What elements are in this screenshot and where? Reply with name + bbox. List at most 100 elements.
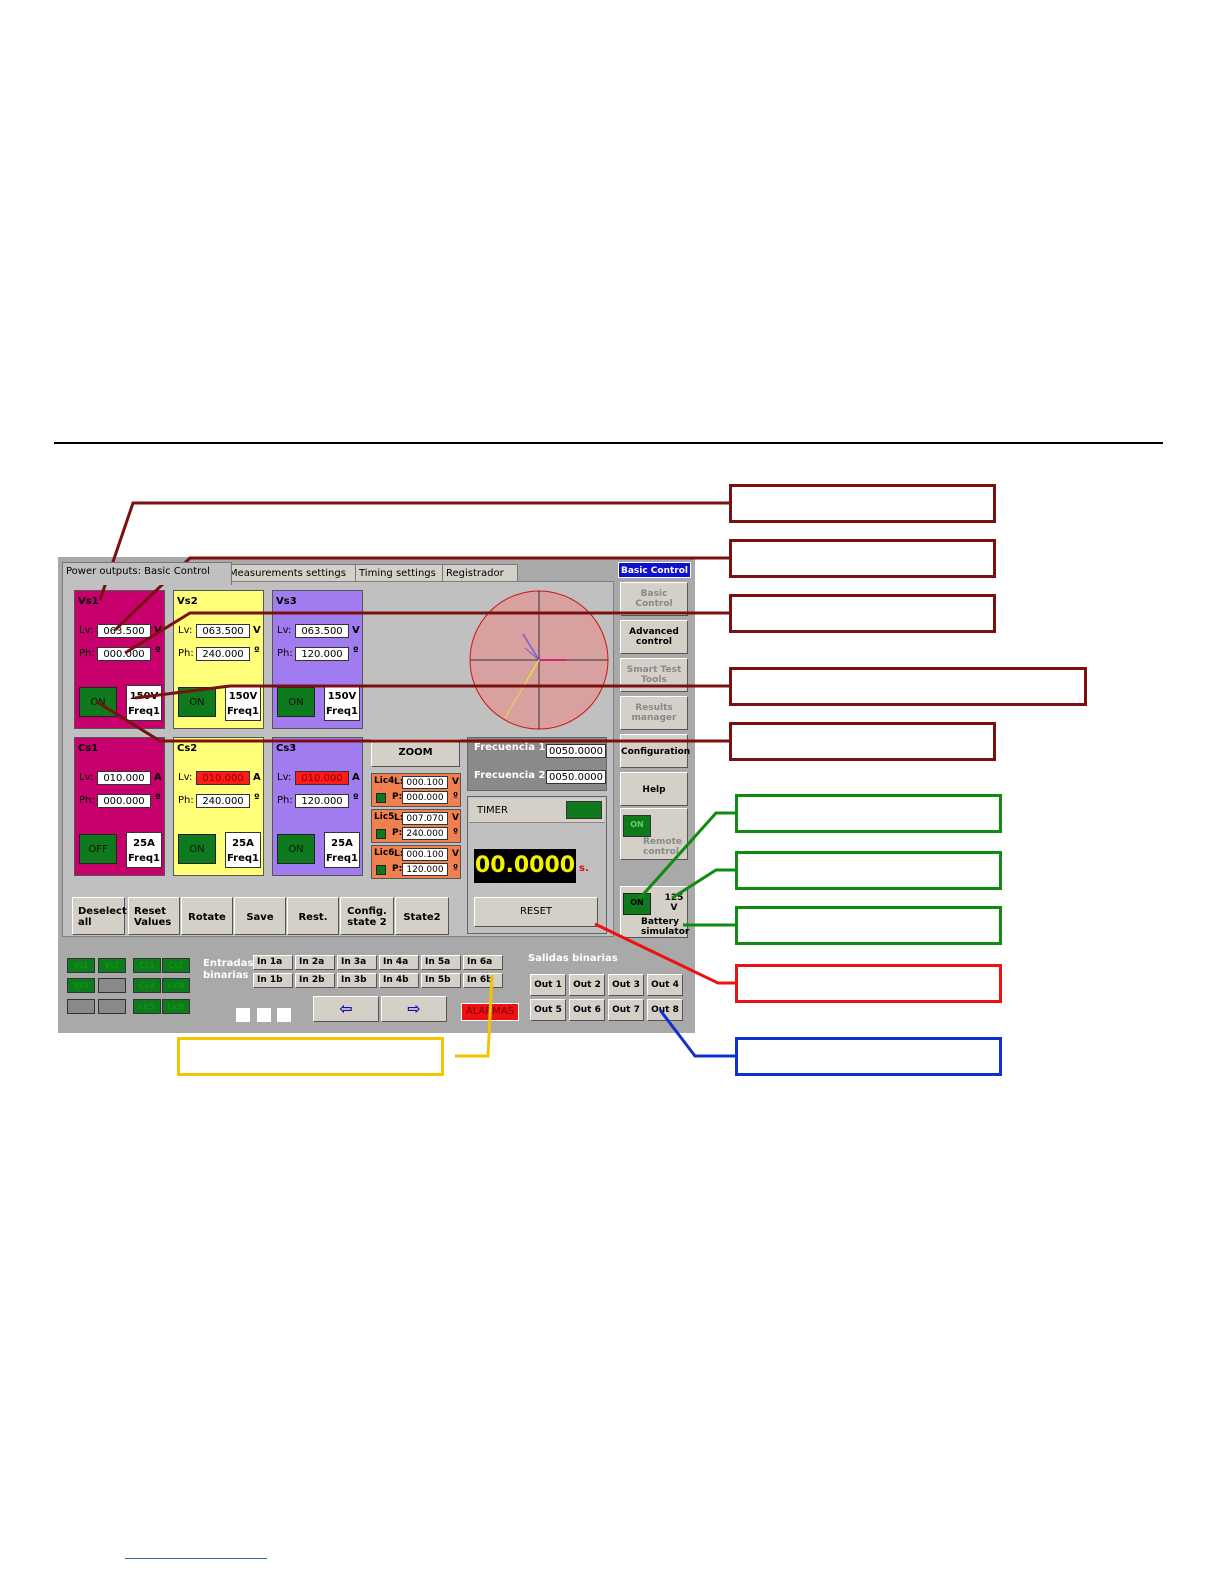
binary-output-out2[interactable]: Out 2 xyxy=(569,974,605,996)
lic-p-input[interactable]: 240.000 xyxy=(402,827,448,840)
binary-input-in4a: In 4a xyxy=(379,955,419,970)
phasor-diagram xyxy=(469,590,609,730)
lv-input[interactable]: 010.000 xyxy=(196,771,250,785)
ph-label: Ph: xyxy=(277,795,293,806)
indicator-vs2: Vs2 xyxy=(98,958,126,973)
lic-enable-checkbox[interactable] xyxy=(376,865,386,875)
binary-inputs-label-1: Entradas xyxy=(203,958,254,969)
freq-label: Freq1 xyxy=(325,853,359,864)
lv-input[interactable]: 063.500 xyxy=(196,624,250,638)
lic-l-input[interactable]: 007.070 xyxy=(402,812,448,825)
range-label: 150V xyxy=(327,691,357,702)
button-label-line-1: Save xyxy=(246,912,274,923)
battery-led[interactable]: ON xyxy=(623,893,651,915)
alarms-button[interactable]: ALARMAS xyxy=(461,1003,519,1021)
sidebar-item-configuration[interactable]: Configuration xyxy=(620,734,690,768)
battery-simulator-panel[interactable]: ON 125 V Battery simulator xyxy=(620,886,689,938)
lic-p-unit: º xyxy=(453,828,459,838)
button-label-line-1: Reset xyxy=(134,906,166,917)
binary-output-out5[interactable]: Out 5 xyxy=(530,999,566,1021)
lv-label: Lv: xyxy=(79,625,94,636)
ph-input[interactable]: 240.000 xyxy=(196,794,250,808)
lv-unit: V xyxy=(154,625,162,636)
ph-input[interactable]: 000.000 xyxy=(97,794,151,808)
config-state2-button[interactable]: Config.state 2 xyxy=(340,897,394,935)
ph-label: Ph: xyxy=(277,648,293,659)
next-arrow-button[interactable]: ⇨ xyxy=(381,996,447,1022)
lic-l-input[interactable]: 000.100 xyxy=(402,848,448,861)
lic-enable-checkbox[interactable] xyxy=(376,829,386,839)
ph-input[interactable]: 240.000 xyxy=(196,647,250,661)
lv-input[interactable]: 063.500 xyxy=(295,624,349,638)
indicator-blank-8 xyxy=(67,999,95,1014)
lv-unit: V xyxy=(253,625,261,636)
binary-output-out1[interactable]: Out 1 xyxy=(530,974,566,996)
timer-led xyxy=(566,801,602,819)
save-button[interactable]: Save xyxy=(234,897,286,935)
button-label-line-2: all xyxy=(78,917,92,928)
lv-input[interactable]: 010.000 xyxy=(295,771,349,785)
binary-input-in1a: In 1a xyxy=(253,955,293,970)
lv-input[interactable]: 063.500 xyxy=(97,624,151,638)
lic-p-label: P: xyxy=(392,792,403,802)
tab-bar: Power outputs: Basic Control Measurement… xyxy=(62,562,614,585)
lv-input[interactable]: 010.000 xyxy=(97,771,151,785)
output-toggle-button[interactable]: ON xyxy=(178,687,216,717)
timer-unit: s. xyxy=(579,863,589,874)
lic-name: Lic4 xyxy=(374,776,395,786)
callout-box-4 xyxy=(729,667,1087,706)
sidebar-item-help[interactable]: Help xyxy=(620,772,688,806)
restore-button[interactable]: Rest. xyxy=(287,897,339,935)
output-toggle-button[interactable]: ON xyxy=(277,834,315,864)
frequency-panel: Frecuencia 1: 0050.0000 Frecuencia 2: 00… xyxy=(467,737,607,791)
output-toggle-button[interactable]: OFF xyxy=(79,834,117,864)
button-label-line-1: Config. xyxy=(347,906,387,917)
ph-unit: º xyxy=(155,646,161,657)
remote-control-panel[interactable]: ON Remote control xyxy=(620,808,688,860)
binary-output-out4[interactable]: Out 4 xyxy=(647,974,683,996)
binary-output-out7[interactable]: Out 7 xyxy=(608,999,644,1021)
freq1-label: Frecuencia 1: xyxy=(474,742,550,753)
binary-output-out3[interactable]: Out 3 xyxy=(608,974,644,996)
binary-output-out6[interactable]: Out 6 xyxy=(569,999,605,1021)
zoom-button[interactable]: ZOOM xyxy=(371,739,460,767)
lic-l-input[interactable]: 000.100 xyxy=(402,776,448,789)
lic-p-input[interactable]: 000.000 xyxy=(402,791,448,804)
freq2-input[interactable]: 0050.0000 xyxy=(546,770,606,784)
binary-input-in6a: In 6a xyxy=(463,955,503,970)
ph-input[interactable]: 120.000 xyxy=(295,647,349,661)
binary-input-in5a: In 5a xyxy=(421,955,461,970)
rotate-button[interactable]: Rotate xyxy=(181,897,233,935)
freq2-label: Frecuencia 2: xyxy=(474,770,550,781)
ph-input[interactable]: 120.000 xyxy=(295,794,349,808)
ph-input[interactable]: 000.000 xyxy=(97,647,151,661)
binary-output-out8[interactable]: Out 8 xyxy=(647,999,683,1021)
prev-arrow-button[interactable]: ⇦ xyxy=(313,996,379,1022)
tab-power-outputs[interactable]: Power outputs: Basic Control xyxy=(62,562,232,585)
channel-name: Vs1 xyxy=(78,596,99,607)
timer-reset-button[interactable]: RESET xyxy=(474,897,598,927)
freq1-input[interactable]: 0050.0000 xyxy=(546,744,606,758)
output-toggle-button[interactable]: ON xyxy=(178,834,216,864)
lic-p-input[interactable]: 120.000 xyxy=(402,863,448,876)
lic-enable-checkbox[interactable] xyxy=(376,793,386,803)
output-toggle-button[interactable]: ON xyxy=(277,687,315,717)
lv-label: Lv: xyxy=(79,772,94,783)
state2-button[interactable]: State2 xyxy=(395,897,449,935)
output-toggle-button[interactable]: ON xyxy=(79,687,117,717)
lic-name: Lic6 xyxy=(374,848,395,858)
